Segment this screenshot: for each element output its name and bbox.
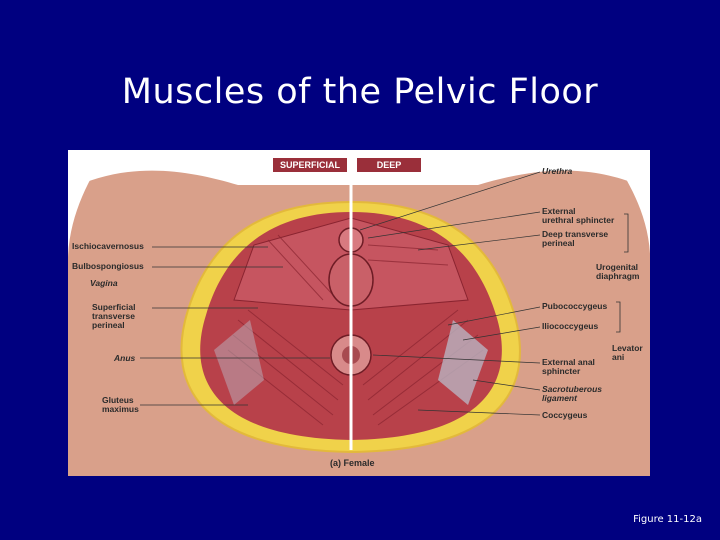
label-urethra: Urethra — [542, 166, 573, 176]
figure-caption: (a) Female — [330, 458, 375, 468]
pelvic-floor-figure: SUPERFICIAL DEEP Ischiocavernosus Bulbos… — [68, 150, 650, 476]
label-deep-transverse-perineal: Deep transverse perineal — [542, 229, 609, 248]
label-external-anal-sphincter: External anal sphincter — [542, 357, 595, 376]
label-bulbospongiosus: Bulbospongiosus — [72, 261, 144, 271]
label-gluteus-maximus: Gluteus maximus — [102, 395, 139, 414]
tab-superficial: SUPERFICIAL — [273, 158, 347, 172]
label-sacrotuberous-ligament: Sacrotuberous ligament — [542, 384, 602, 403]
label-external-urethral-sphincter: External urethral sphincter — [542, 206, 615, 225]
label-coccygeus: Coccygeus — [542, 410, 588, 420]
label-iliococcygeus: Iliococcygeus — [542, 321, 599, 331]
label-anus: Anus — [114, 353, 136, 363]
tab-deep: DEEP — [357, 158, 421, 172]
label-ischiocavernosus: Ischiocavernosus — [72, 241, 144, 251]
label-urogenital-diaphragm: Urogenital diaphragm — [596, 262, 640, 281]
label-pubococcygeus: Pubococcygeus — [542, 301, 608, 311]
anatomy-illustration — [68, 150, 650, 476]
label-vagina: Vagina — [90, 278, 118, 288]
figure-number: Figure 11-12a — [633, 514, 702, 525]
label-levator-ani: Levator ani — [612, 343, 643, 362]
label-superficial-transverse-perineal: Superficial transverse perineal — [92, 302, 136, 330]
slide-title: Muscles of the Pelvic Floor — [121, 72, 599, 112]
